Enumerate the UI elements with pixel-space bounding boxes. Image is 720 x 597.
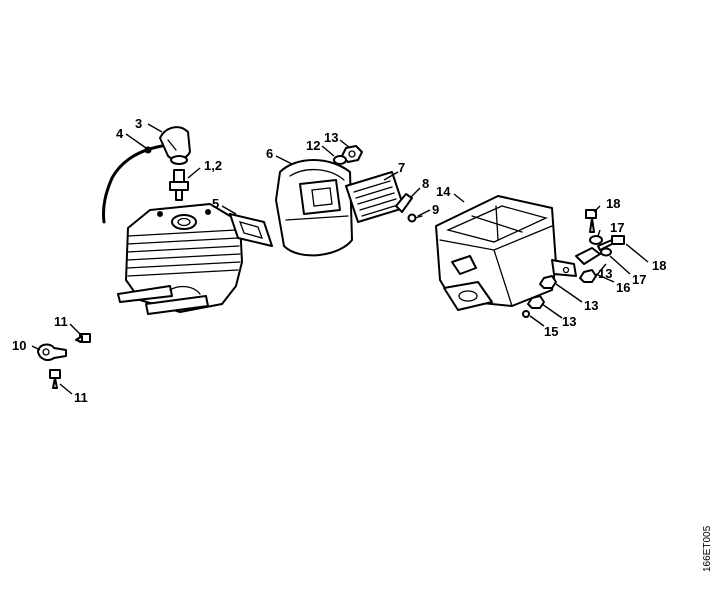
callout-13-mid: 13 xyxy=(584,298,598,313)
screw-lower xyxy=(49,369,61,389)
callout-17-lower: 17 xyxy=(632,272,646,287)
spring-plate xyxy=(575,247,601,265)
washer-upper xyxy=(589,235,603,245)
intake-gasket xyxy=(229,213,273,247)
nut-16 xyxy=(579,269,597,283)
spark-plug-boot xyxy=(159,126,191,165)
screw-9 xyxy=(407,213,423,223)
callout-5: 5 xyxy=(212,196,219,211)
spark-plug xyxy=(169,169,189,201)
screw-15 xyxy=(522,310,530,318)
callout-18-top: 18 xyxy=(606,196,620,211)
washer-lower xyxy=(600,247,612,257)
ignition-lead xyxy=(102,144,164,224)
callout-labels: 3 4 1,2 6 13 12 7 8 9 5 14 18 17 18 17 1… xyxy=(12,116,666,405)
cylinder xyxy=(117,203,243,315)
callout-3: 3 xyxy=(135,116,142,131)
callout-12: 12 xyxy=(306,138,320,153)
callout-13-top: 13 xyxy=(324,130,338,145)
intake-screen xyxy=(345,171,405,223)
gasket-strip xyxy=(395,193,413,213)
nut-muffler-right xyxy=(539,275,557,289)
bolt-side xyxy=(597,235,625,251)
bolt-top xyxy=(585,209,597,233)
callout-10: 10 xyxy=(12,338,26,353)
callout-4: 4 xyxy=(116,126,124,141)
cable-lug xyxy=(37,343,67,361)
callout-13-right: 13 xyxy=(598,266,612,281)
callout-11-upper: 11 xyxy=(54,314,68,329)
callout-8: 8 xyxy=(422,176,429,191)
callout-16: 16 xyxy=(616,280,630,295)
callout-9: 9 xyxy=(432,202,439,217)
callout-6: 6 xyxy=(266,146,273,161)
drawing-code: 166ET005 xyxy=(702,525,713,572)
washer-top xyxy=(333,155,347,165)
screw-upper xyxy=(75,333,91,343)
callout-1-2: 1,2 xyxy=(204,158,222,173)
leader-lines xyxy=(31,123,649,395)
callout-13-bottom: 13 xyxy=(562,314,576,329)
muffler xyxy=(435,195,577,311)
callout-17-upper: 17 xyxy=(610,220,624,235)
callout-15: 15 xyxy=(544,324,558,339)
callout-11-lower: 11 xyxy=(74,390,88,405)
callout-14: 14 xyxy=(436,184,451,199)
nut-muffler-bottom xyxy=(527,295,545,309)
callout-18-right: 18 xyxy=(652,258,666,273)
intake-flange xyxy=(275,159,353,257)
callout-7: 7 xyxy=(398,160,405,175)
